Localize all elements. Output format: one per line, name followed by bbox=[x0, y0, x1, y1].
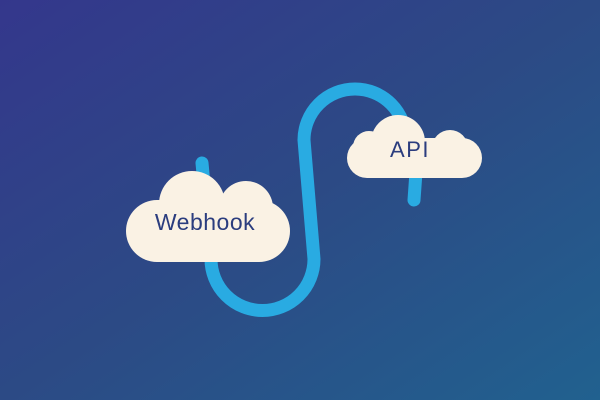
connection-cable-icon bbox=[195, 82, 417, 317]
api-cloud-base bbox=[347, 138, 482, 178]
api-label: API bbox=[390, 137, 430, 162]
webhook-cloud-base bbox=[126, 200, 290, 262]
webhook-label: Webhook bbox=[155, 209, 255, 235]
webhook-cloud-icon bbox=[126, 171, 290, 262]
cloud-labels: Webhook API bbox=[155, 137, 430, 235]
api-cloud-icon bbox=[347, 115, 482, 178]
